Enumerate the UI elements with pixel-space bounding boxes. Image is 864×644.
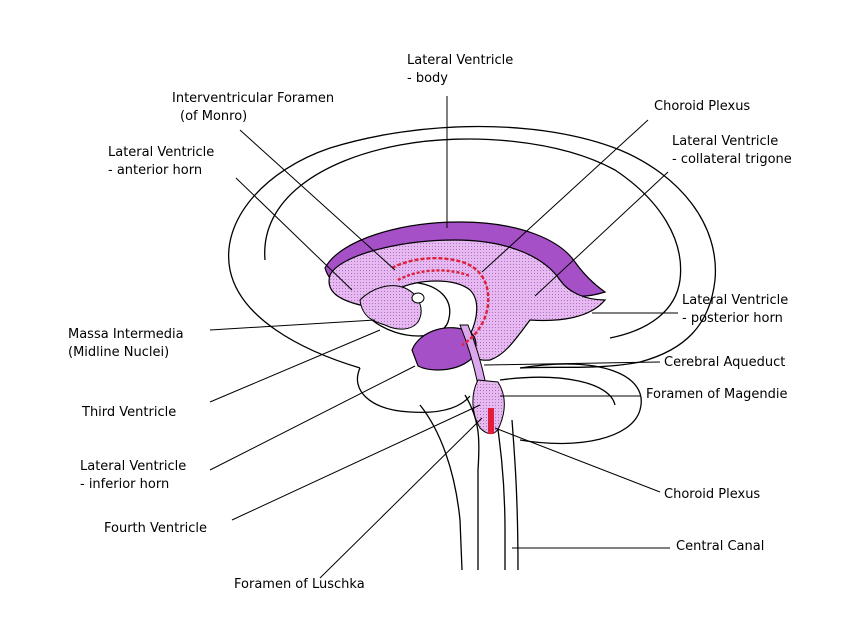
label-lateral-ventricle-body: Lateral Ventricle- body	[407, 53, 514, 86]
label-interventricular-foramen: Interventricular Foramen(of Monro)	[172, 91, 335, 124]
label-foramen-of-luschka: Foramen of Luschka	[234, 577, 365, 592]
label-choroid-plexus-bottom: Choroid Plexus	[664, 487, 761, 502]
label-fourth-ventricle: Fourth Ventricle	[104, 521, 207, 536]
third-ventricle	[359, 285, 422, 330]
choroid-plexus-fourth	[488, 408, 494, 434]
label-lateral-ventricle-posterior-horn: Lateral Ventricle- posterior horn	[682, 293, 789, 326]
label-central-canal: Central Canal	[676, 539, 765, 554]
label-choroid-plexus-top: Choroid Plexus	[654, 99, 751, 114]
brain-outline	[228, 125, 717, 571]
label-massa-intermedia: Massa Intermedia(Midline Nuclei)	[68, 327, 184, 360]
label-lateral-ventricle-collateral-trigone: Lateral Ventricle- collateral trigone	[672, 134, 792, 167]
lateral-ventricle-inferior-horn	[411, 327, 477, 371]
label-cerebral-aqueduct: Cerebral Aqueduct	[664, 355, 786, 370]
label-lateral-ventricle-anterior-horn: Lateral Ventricle- anterior horn	[108, 145, 215, 178]
label-third-ventricle: Third Ventricle	[82, 405, 177, 420]
label-lateral-ventricle-inferior-horn: Lateral Ventricle- inferior horn	[80, 459, 187, 492]
leader-lines	[209, 96, 678, 579]
interventricular-foramen	[411, 292, 425, 304]
choroid-plexus	[391, 257, 490, 347]
label-foramen-of-magendie: Foramen of Magendie	[646, 387, 788, 402]
